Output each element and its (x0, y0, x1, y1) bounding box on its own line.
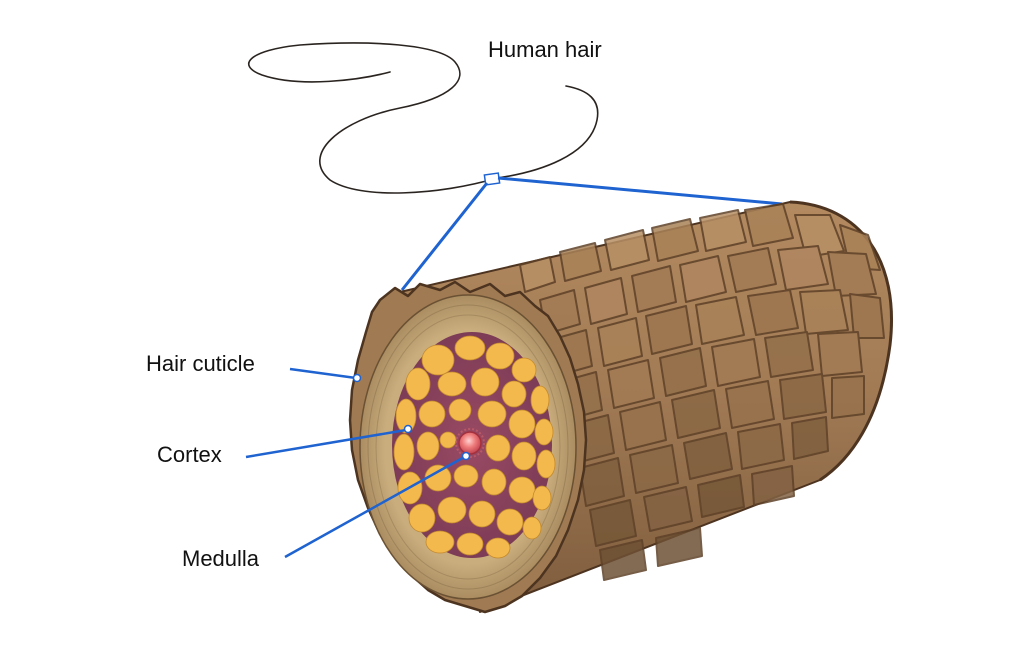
label-cortex: Cortex (157, 442, 222, 467)
leader-hair-cuticle (289, 367, 357, 380)
hair-strand-right (496, 85, 599, 179)
zoom-line-left (400, 182, 489, 291)
dot-cortex (403, 424, 413, 434)
hair-strand (248, 42, 498, 194)
leader-cortex (245, 428, 407, 459)
label-medulla: Medulla (182, 546, 260, 571)
dot-medulla (461, 451, 471, 461)
cuticle-scales (519, 203, 885, 581)
medulla-core (458, 431, 482, 455)
label-human-hair: Human hair (488, 37, 602, 62)
label-hair-cuticle: Hair cuticle (146, 351, 255, 376)
zoom-line-right (497, 176, 783, 206)
cortex-cells (393, 335, 556, 559)
leader-dots (352, 373, 471, 461)
dot-hair-cuticle (352, 373, 362, 383)
leader-medulla (284, 454, 467, 559)
cross-section (348, 280, 588, 614)
label-leaders (245, 367, 467, 559)
